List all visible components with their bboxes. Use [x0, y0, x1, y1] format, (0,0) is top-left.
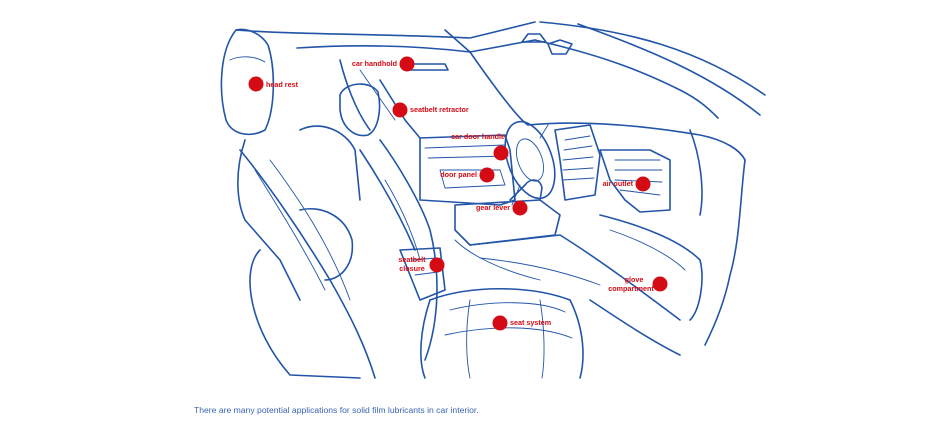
- label-glove-compartment-line2: compartment: [608, 284, 654, 293]
- label-head-rest: head rest: [266, 80, 299, 89]
- marker-car-door-handle: [493, 145, 509, 161]
- label-door-panel: door panel: [440, 170, 477, 179]
- marker-seatbelt-closure: [429, 257, 445, 273]
- label-seatbelt-closure-line1: seatbelt: [398, 255, 426, 264]
- label-car-handhold: car handhold: [352, 59, 397, 68]
- label-glove-compartment-line1: glove: [625, 275, 644, 284]
- label-seat-system: seat system: [510, 318, 551, 327]
- label-air-outlet: air outlet: [603, 179, 634, 188]
- car-interior-line-art: [220, 21, 766, 379]
- label-car-door-handle: car door handle: [451, 132, 505, 141]
- marker-glove-compartment: [652, 276, 668, 292]
- application-labels: head rest car handhold seatbelt retracto…: [266, 59, 654, 327]
- marker-seatbelt-retractor: [392, 102, 408, 118]
- marker-door-panel: [479, 167, 495, 183]
- application-markers: [248, 56, 668, 331]
- label-seatbelt-retractor: seatbelt retractor: [410, 105, 469, 114]
- figure-caption: There are many potential applications fo…: [194, 405, 479, 415]
- marker-gear-lever: [512, 200, 528, 216]
- label-gear-lever: gear lever: [476, 203, 510, 212]
- marker-seat-system: [492, 315, 508, 331]
- marker-air-outlet: [635, 176, 651, 192]
- marker-car-handhold: [399, 56, 415, 72]
- marker-head-rest: [248, 76, 264, 92]
- label-seatbelt-closure-line2: closure: [399, 264, 425, 273]
